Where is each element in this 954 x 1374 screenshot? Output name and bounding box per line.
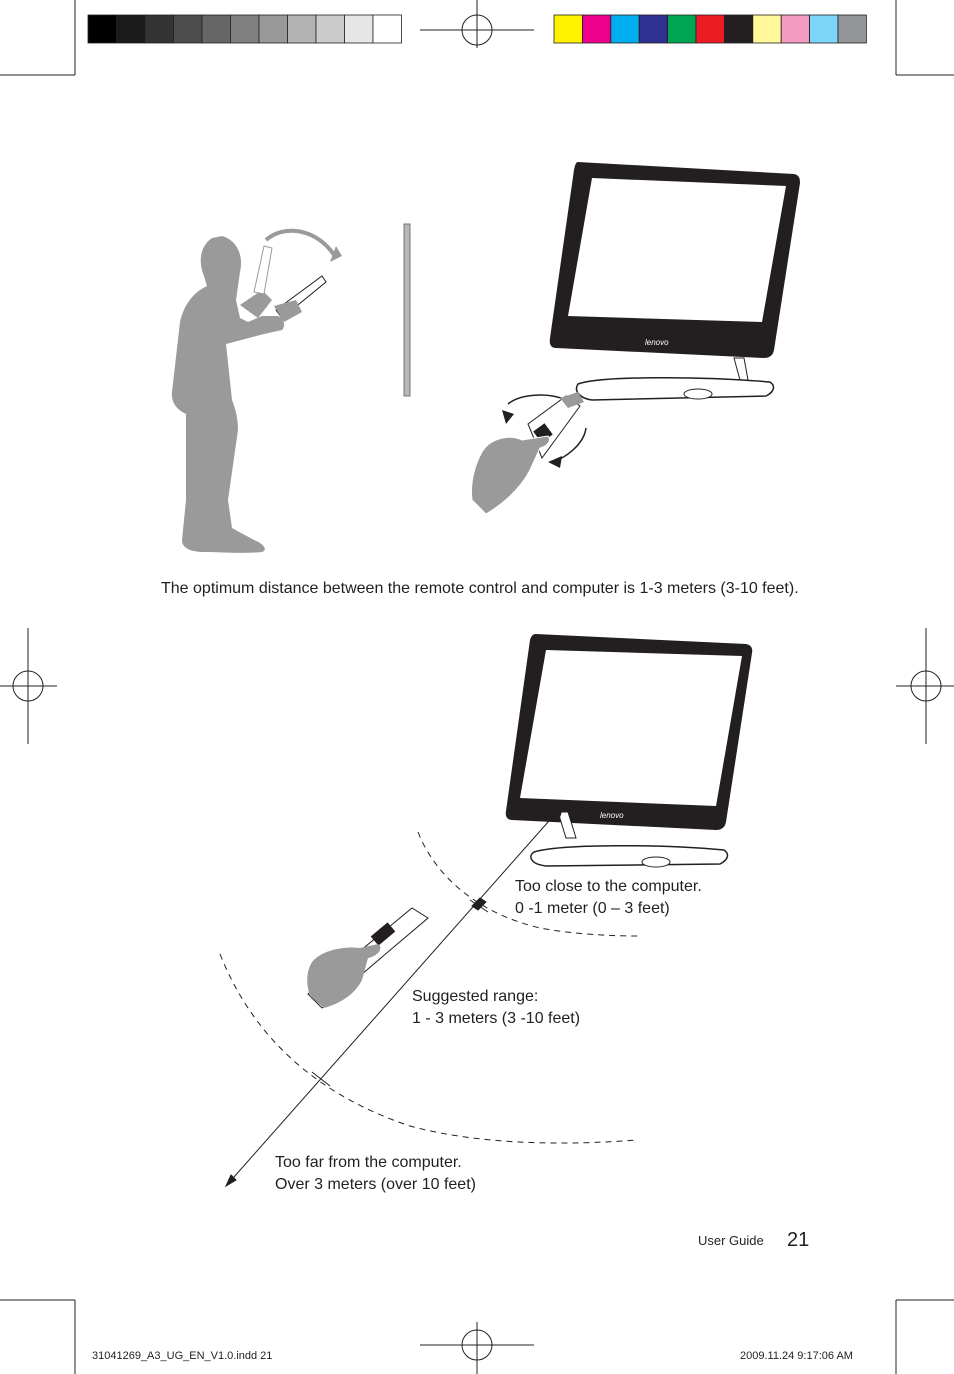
too-close-line-1: Too close to the computer.	[515, 878, 702, 895]
color-swatch	[582, 14, 612, 44]
person-arm	[240, 290, 272, 318]
arrow-head-top	[554, 802, 566, 817]
too-close-line-2: 0 -1 meter (0 – 3 feet)	[515, 900, 670, 917]
color-swatch	[87, 14, 117, 44]
remote-in-hand-bottom	[307, 907, 429, 1009]
computer-bottom: lenovo	[505, 634, 753, 868]
color-swatch	[724, 14, 754, 44]
tick-near-line	[469, 899, 489, 913]
computer-top: lenovo	[549, 162, 800, 401]
suggested-line-1: Suggested range:	[412, 988, 539, 1005]
tick-far-line	[311, 1071, 331, 1087]
suggested-range-label: Suggested range: 1 - 3 meters (3 -10 fee…	[412, 986, 580, 1030]
color-swatch	[344, 14, 374, 44]
slug-file: 31041269_A3_UG_EN_V1.0.indd 21	[92, 1350, 273, 1362]
color-swatch	[837, 14, 867, 44]
suggested-line-2: 1 - 3 meters (3 -10 feet)	[412, 1010, 581, 1027]
color-swatch	[201, 14, 231, 44]
range-line	[225, 803, 565, 1187]
color-swatch	[230, 14, 260, 44]
registration-mark-top	[420, 0, 534, 48]
distance-paragraph: The optimum distance between the remote …	[161, 580, 799, 597]
color-swatch	[780, 14, 811, 44]
color-swatch	[752, 14, 782, 44]
person-silhouette	[171, 236, 285, 553]
registration-mark-right	[896, 628, 954, 744]
arc-far	[219, 953, 637, 1144]
slug-timestamp: 2009.11.24 9:17:06 AM	[740, 1350, 853, 1362]
too-far-line-1: Too far from the computer.	[275, 1154, 462, 1171]
color-swatch	[553, 14, 583, 44]
too-far-label: Too far from the computer. Over 3 meters…	[275, 1152, 476, 1196]
computer-brand-bottom: lenovo	[600, 811, 624, 820]
registration-mark-left	[0, 628, 57, 744]
color-swatch	[315, 14, 345, 44]
hand	[274, 300, 302, 322]
too-far-line-2: Over 3 meters (over 10 feet)	[275, 1176, 476, 1193]
ghost-remote	[253, 245, 273, 295]
page-number: 21	[787, 1229, 810, 1251]
color-swatch	[287, 14, 317, 44]
color-swatch	[667, 14, 697, 44]
color-swatch	[610, 14, 640, 44]
arrow-head	[330, 246, 342, 262]
computer-brand-top: lenovo	[645, 338, 669, 347]
color-swatch	[116, 14, 146, 44]
registration-mark-bottom	[420, 1322, 534, 1374]
hand-with-remote	[471, 392, 587, 515]
footer-label: User Guide	[698, 1233, 764, 1248]
color-swatch	[144, 14, 174, 44]
too-close-label: Too close to the computer. 0 -1 meter (0…	[515, 876, 702, 920]
color-swatch	[809, 14, 839, 44]
color-swatch	[695, 14, 725, 44]
process-color-bar	[553, 14, 867, 44]
distance-bar	[403, 223, 411, 397]
color-swatch	[258, 14, 288, 44]
gray-color-bar	[87, 14, 402, 44]
motion-arrow-icon	[264, 228, 338, 260]
arrow-head-bottom	[224, 1174, 237, 1188]
color-swatch	[372, 14, 402, 44]
